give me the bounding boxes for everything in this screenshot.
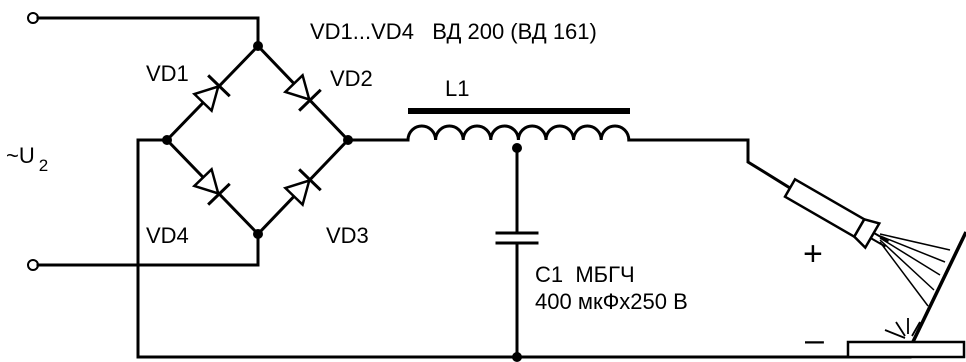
label-plus: + (803, 235, 823, 273)
wire-input-top (36, 16, 260, 48)
label-vd2: VD2 (330, 66, 373, 91)
diode-vd2 (282, 72, 322, 112)
electrode-holder-icon (783, 177, 889, 250)
electrode-rod (908, 231, 966, 349)
diode-vd4 (191, 166, 231, 206)
inductor-core (408, 108, 630, 114)
inductor-coil (406, 124, 631, 142)
label-minus: – (805, 321, 824, 359)
label-vd3: VD3 (326, 223, 369, 248)
input-voltage-subscript: 2 (39, 156, 48, 175)
workpiece (846, 340, 966, 359)
arc-rays-icon (879, 233, 951, 307)
ground-node-capacitor (512, 352, 522, 362)
wire-input-bottom (36, 232, 260, 267)
label-vd1: VD1 (146, 61, 189, 86)
label-vd4: VD4 (146, 223, 189, 248)
diode-vd1 (191, 74, 231, 114)
diode-vd3 (282, 168, 322, 208)
wire-left-node-to-ground (136, 138, 912, 359)
bridge-node-top (253, 41, 263, 51)
input-voltage-symbol: ~U (6, 143, 35, 168)
bridge-node-bottom (253, 229, 263, 239)
wire-to-electrode-holder (628, 138, 793, 191)
label-c1-name: C1 МБГЧ (535, 262, 635, 287)
header-note: VD1...VD4 ВД 200 (ВД 161) (310, 19, 597, 44)
sparks-icon (884, 318, 921, 339)
label-c1-value: 400 мкФх250 В (535, 289, 688, 314)
label-l1: L1 (445, 76, 469, 101)
